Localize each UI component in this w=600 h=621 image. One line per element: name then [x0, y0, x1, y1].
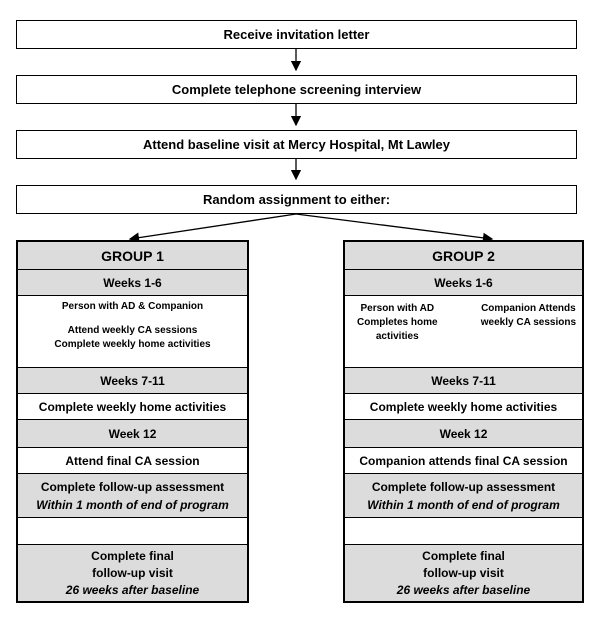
- group-1-title: GROUP 1: [18, 242, 247, 270]
- group-1-blank-row: [18, 518, 247, 545]
- group-2-followup-sub: Within 1 month of end of program: [367, 497, 560, 512]
- group-1-week-12-header: Week 12: [18, 420, 247, 448]
- arrow-left: [128, 213, 297, 243]
- group-1-final-line1: Complete final: [91, 548, 174, 563]
- group-2-final-line1: Complete final: [422, 548, 505, 563]
- step-telephone-screening-label: Complete telephone screening interview: [171, 82, 422, 97]
- step-random-assignment-label: Random assignment to either:: [202, 192, 391, 207]
- group-2-week-12-body: Companion attends final CA session: [345, 448, 582, 474]
- group-2-person-with-ad: Person with AD Completes home activities: [357, 303, 438, 342]
- group-1-weeks-7-11-body: Complete weekly home activities: [18, 394, 247, 420]
- step-telephone-screening: Complete telephone screening interview: [16, 75, 577, 104]
- group-2-weeks-7-11-header: Weeks 7-11: [345, 368, 582, 394]
- group-2-final-visit: Complete final follow-up visit 26 weeks …: [345, 545, 582, 601]
- step-baseline-visit: Attend baseline visit at Mercy Hospital,…: [16, 130, 577, 159]
- group-1-column: GROUP 1 Weeks 1-6 Person with AD & Compa…: [16, 240, 249, 603]
- group-1-weeks-1-6-header: Weeks 1-6: [18, 270, 247, 296]
- group-1-week-12-body: Attend final CA session: [18, 448, 247, 474]
- group-2-column: GROUP 2 Weeks 1-6 Person with AD Complet…: [343, 240, 584, 603]
- group-2-weeks-1-6-body: Person with AD Completes home activities…: [345, 296, 582, 368]
- arrow-right: [295, 213, 494, 244]
- group-1-final-line2: follow-up visit: [92, 565, 173, 580]
- group-2-title: GROUP 2: [345, 242, 582, 270]
- group-1-home-activities: Complete weekly home activities: [54, 339, 211, 350]
- group-2-blank-row: [345, 518, 582, 545]
- group-1-followup-title: Complete follow-up assessment: [40, 479, 225, 494]
- group-1-followup-sub: Within 1 month of end of program: [36, 497, 229, 512]
- group-2-followup-assessment: Complete follow-up assessment Within 1 m…: [345, 474, 582, 518]
- step-random-assignment: Random assignment to either:: [16, 185, 577, 214]
- step-receive-letter: Receive invitation letter: [16, 20, 577, 49]
- group-1-final-sub: 26 weeks after baseline: [65, 582, 200, 597]
- group-2-companion: Companion Attends weekly CA sessions: [480, 303, 576, 328]
- group-1-final-visit: Complete final follow-up visit 26 weeks …: [18, 545, 247, 601]
- step-receive-letter-label: Receive invitation letter: [223, 27, 370, 42]
- group-1-attend-sessions: Attend weekly CA sessions: [67, 325, 198, 336]
- group-2-weeks-1-6-header: Weeks 1-6: [345, 270, 582, 296]
- group-1-weeks-7-11-header: Weeks 7-11: [18, 368, 247, 394]
- group-2-weeks-7-11-body: Complete weekly home activities: [345, 394, 582, 420]
- group-2-followup-title: Complete follow-up assessment: [371, 479, 556, 494]
- group-1-followup-assessment: Complete follow-up assessment Within 1 m…: [18, 474, 247, 518]
- group-1-participants: Person with AD & Companion: [61, 301, 204, 312]
- group-1-weeks-1-6-body: Person with AD & Companion Attend weekly…: [18, 296, 247, 368]
- group-2-final-sub: 26 weeks after baseline: [396, 582, 531, 597]
- group-2-final-line2: follow-up visit: [423, 565, 504, 580]
- group-2-week-12-header: Week 12: [345, 420, 582, 448]
- step-baseline-visit-label: Attend baseline visit at Mercy Hospital,…: [142, 137, 451, 152]
